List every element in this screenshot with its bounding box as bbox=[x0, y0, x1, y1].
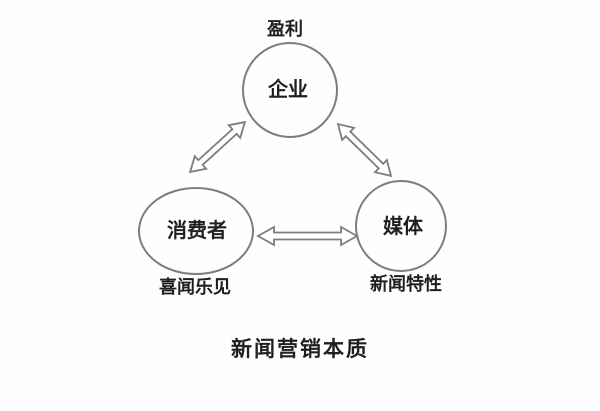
media-node bbox=[355, 180, 447, 272]
enterprise-annotation: 盈利 bbox=[266, 18, 303, 40]
consumer-node bbox=[138, 187, 254, 275]
arrow-consumer-enterprise bbox=[188, 120, 247, 174]
consumer-label: 消费者 bbox=[167, 218, 227, 242]
arrow-consumer-media bbox=[256, 225, 359, 247]
media-annotation: 新闻特性 bbox=[370, 273, 442, 295]
diagram-title: 新闻营销本质 bbox=[231, 337, 369, 361]
consumer-annotation: 喜闻乐见 bbox=[159, 276, 231, 298]
enterprise-node bbox=[242, 42, 338, 138]
enterprise-label: 企业 bbox=[267, 77, 308, 101]
media-label: 媒体 bbox=[383, 214, 424, 238]
arrow-enterprise-media bbox=[336, 122, 393, 178]
